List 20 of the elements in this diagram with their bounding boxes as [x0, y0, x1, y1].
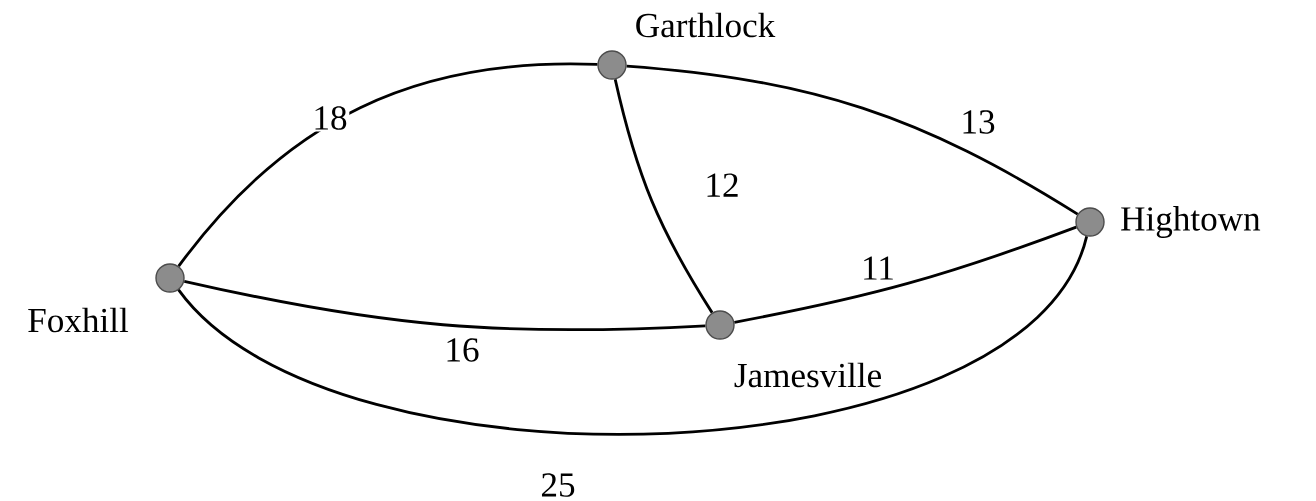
edge-weight: 16 — [442, 336, 482, 364]
vertex-label: Garthlock — [636, 12, 776, 38]
vertex-label: Hightown — [1121, 206, 1261, 238]
edge-line — [734, 225, 1077, 324]
vertex-dot — [155, 263, 185, 293]
vertex-label: Jamesville — [734, 362, 881, 388]
edge-line — [184, 279, 706, 332]
edge-line — [626, 64, 1079, 216]
edge-weight: 12 — [702, 171, 742, 199]
edge-line — [177, 235, 1088, 435]
vertex-dot — [1075, 207, 1105, 237]
edge-weight: 18 — [310, 104, 350, 132]
edge-line — [613, 79, 714, 314]
edge-weight: 11 — [859, 254, 897, 282]
edge-line — [177, 62, 598, 267]
vertex-label: Foxhill — [28, 307, 129, 333]
edge-weight: 25 — [538, 471, 578, 499]
vertex-dot — [705, 310, 735, 340]
vertex-dot — [597, 50, 627, 80]
edge-weight: 13 — [958, 108, 998, 136]
